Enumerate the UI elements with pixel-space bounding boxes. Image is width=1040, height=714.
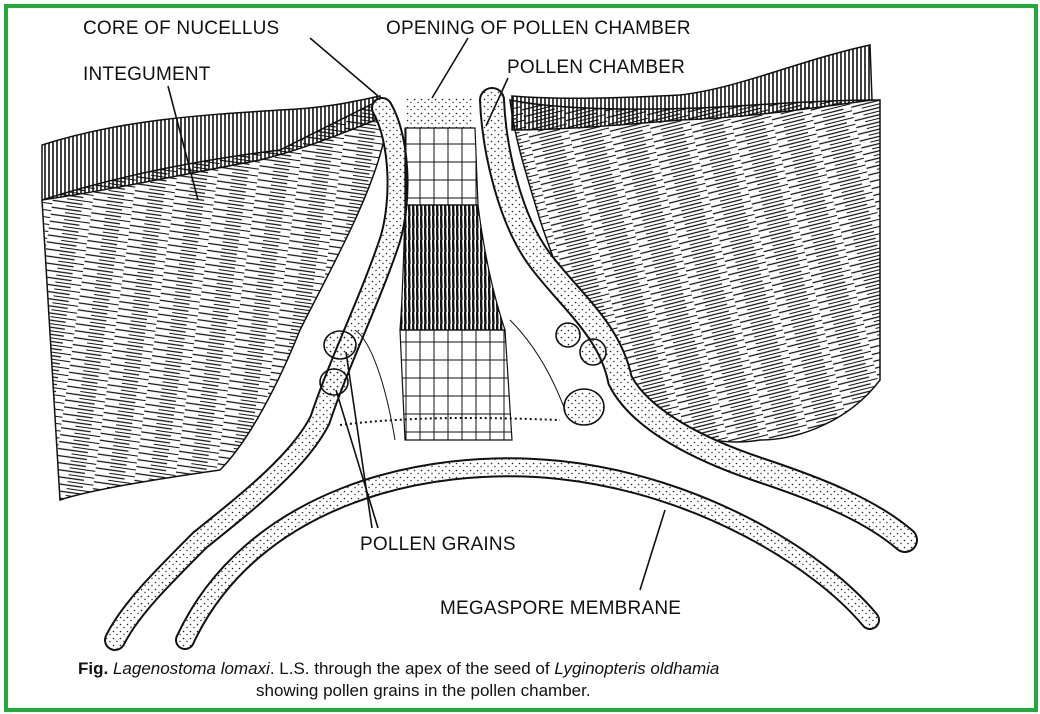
caption-prefix: Fig.	[78, 659, 108, 678]
caption-species: Lagenostoma lomaxi	[113, 659, 270, 678]
label-core-of-nucellus: CORE OF NUCELLUS	[83, 18, 279, 39]
pollen-grain	[320, 369, 348, 395]
label-pollen-grains: POLLEN GRAINS	[360, 534, 516, 555]
caption-genus: Lyginopteris oldhamia	[554, 659, 719, 678]
caption-text: . L.S. through the apex of the seed of	[270, 659, 554, 678]
pollen-grain	[580, 339, 606, 365]
label-pollen-chamber: POLLEN CHAMBER	[507, 57, 685, 78]
caption-line2: showing pollen grains in the pollen cham…	[78, 680, 1038, 702]
label-opening-of-pollen-chamber: OPENING OF POLLEN CHAMBER	[386, 18, 691, 39]
pollen-grain	[564, 389, 604, 425]
integument-left	[42, 96, 384, 500]
label-integument: INTEGUMENT	[83, 64, 211, 85]
pollen-grain	[556, 323, 580, 347]
figure-caption: Fig. Lagenostoma lomaxi. L.S. through th…	[78, 658, 1038, 702]
label-megaspore-membrane: MEGASPORE MEMBRANE	[440, 598, 681, 619]
integument-right	[510, 45, 880, 442]
pollen-grain	[324, 331, 356, 359]
